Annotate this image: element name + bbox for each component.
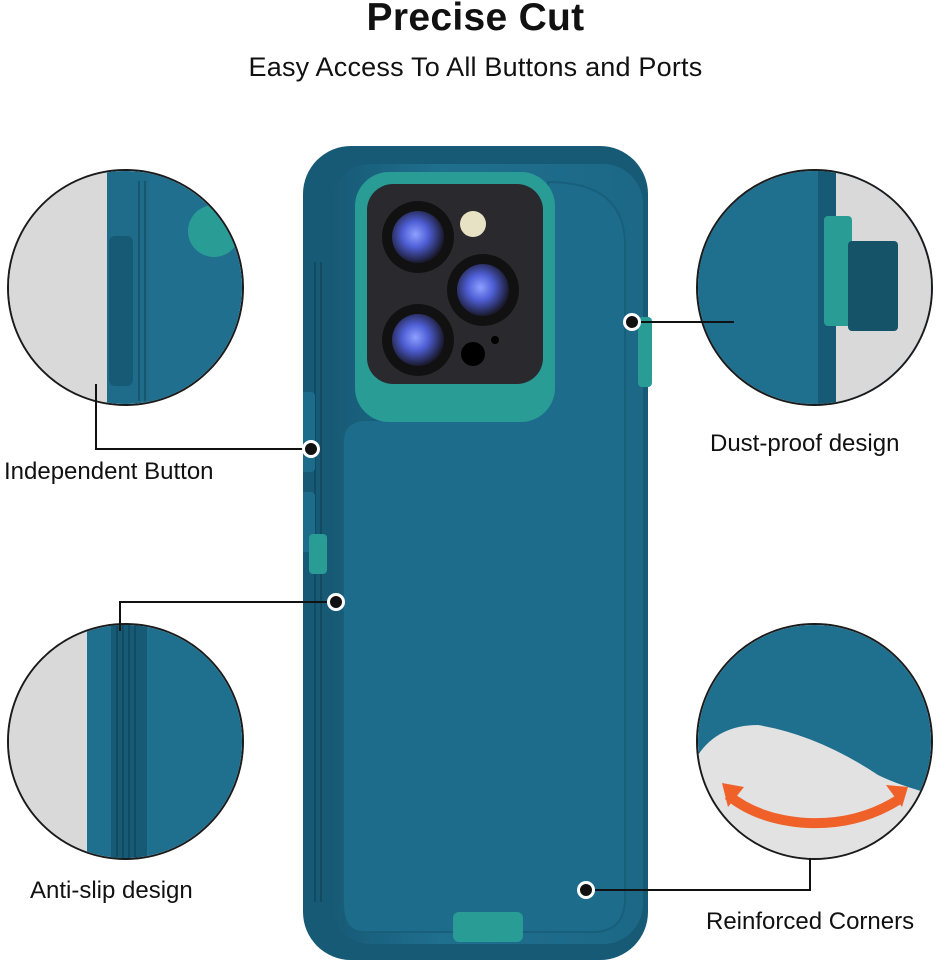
label-dust-proof: Dust-proof design (710, 430, 900, 457)
label-anti-slip: Anti-slip design (30, 877, 193, 904)
callout-dot-dust (623, 313, 641, 331)
page-title: Precise Cut (366, 0, 585, 39)
callout-dot-button (302, 440, 320, 458)
callout-dot-corner (577, 881, 595, 899)
label-independent-button: Independent Button (4, 458, 214, 485)
side-button-upper (303, 392, 315, 472)
dust-proof-detail-zoom (696, 169, 933, 406)
camera-lenses (382, 201, 519, 376)
side-button-accent (309, 534, 327, 574)
side-flap (638, 317, 652, 387)
grip-ridges (314, 262, 322, 902)
bottom-port-flap (453, 912, 523, 942)
corner-detail-zoom (696, 623, 933, 860)
phone-case-illustration (303, 146, 652, 960)
anti-slip-detail-zoom (7, 623, 244, 860)
callout-dot-anti-slip (327, 593, 345, 611)
label-reinforced-corners: Reinforced Corners (706, 908, 915, 935)
button-detail-zoom (7, 169, 244, 406)
page-subtitle: Easy Access To All Buttons and Ports (248, 52, 703, 82)
